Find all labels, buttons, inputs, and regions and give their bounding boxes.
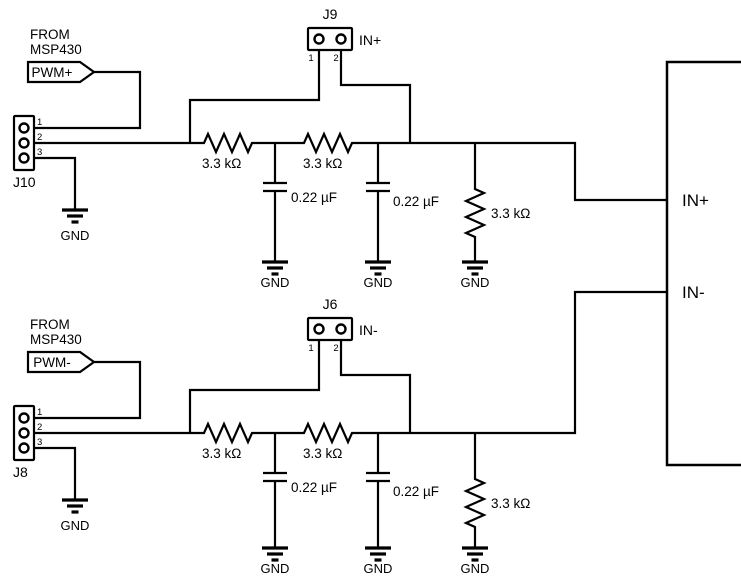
capacitor-c2-value: 0.22 µF (393, 194, 439, 209)
source-label-line1: FROM (30, 317, 70, 332)
ground-symbol-cap2 (363, 546, 393, 562)
jumper-pin2-number: 2 (333, 53, 338, 64)
jumper-pin2-number: 2 (333, 343, 338, 354)
ground-symbol-cap1 (260, 546, 290, 562)
header-pin1-number: 1 (37, 117, 42, 128)
wire-jumper-j6-pin2 (339, 340, 412, 433)
flag-label-pwm-plus: PWM+ (32, 65, 73, 80)
gnd-label-connector: GND (61, 228, 90, 243)
header-pin2-number: 2 (37, 422, 42, 433)
resistor-r2 (298, 422, 358, 444)
wire-jumper-j9-pin1 (188, 50, 321, 143)
resistor-r3-value: 3.3 kΩ (491, 206, 530, 221)
jumper-pin1-number: 1 (308, 53, 313, 64)
capacitor-c1 (261, 471, 289, 483)
wire-pin3-to-gnd (34, 156, 77, 210)
resistor-r3 (464, 473, 486, 533)
amplifier-input-block: IN+ IN- (665, 60, 741, 467)
header-j8 (12, 404, 36, 462)
wire-jumper-j6-pin1 (188, 340, 321, 433)
jumper-j9 (306, 26, 354, 52)
pwm-plus-filter-circuit: FROM MSP430 PWM+ J9 IN+ 1 2 1 2 3 J10 3.… (12, 6, 667, 290)
ground-symbol-res3 (460, 260, 490, 276)
resistor-r1-value: 3.3 kΩ (202, 446, 241, 461)
gnd-label-connector: GND (61, 518, 90, 533)
source-label-line1: FROM (30, 27, 70, 42)
jumper-refdes: J6 (323, 296, 338, 312)
amplifier-port-in-minus: IN- (682, 283, 705, 302)
ground-symbol-cap1 (260, 260, 290, 276)
ground-symbol-cap2 (363, 260, 393, 276)
gnd-label-res3: GND (461, 561, 490, 576)
capacitor-c1-value: 0.22 µF (291, 190, 337, 205)
header-refdes: J10 (13, 174, 36, 190)
ground-symbol-connector (60, 208, 90, 224)
capacitor-c1 (261, 181, 289, 193)
jumper-pin1-number: 1 (308, 343, 313, 354)
jumper-net-label: IN+ (359, 32, 381, 48)
wire-jumper-j9-pin2 (339, 50, 412, 143)
capacitor-c2-value: 0.22 µF (393, 484, 439, 499)
resistor-r2-value: 3.3 kΩ (303, 156, 342, 171)
ground-symbol-res3 (460, 546, 490, 562)
header-refdes: J8 (13, 464, 28, 480)
header-pin3-number: 3 (37, 437, 42, 448)
amplifier-box-outline (665, 60, 741, 467)
resistor-r1 (198, 422, 258, 444)
jumper-j6 (306, 316, 354, 342)
source-label-line2: MSP430 (30, 42, 82, 57)
resistor-r2 (298, 132, 358, 154)
header-pin2-number: 2 (37, 132, 42, 143)
header-pin3-number: 3 (37, 147, 42, 158)
amplifier-port-in-plus: IN+ (682, 191, 709, 210)
capacitor-c2 (364, 471, 392, 483)
wire-pwm-minus-to-pin1 (34, 360, 142, 420)
resistor-r1 (198, 132, 258, 154)
resistor-r3-value: 3.3 kΩ (491, 496, 530, 511)
pwm-minus-filter-circuit: FROM MSP430 PWM- J6 IN- 1 2 1 2 3 J8 3.3… (12, 290, 667, 576)
gnd-label-cap2: GND (364, 561, 393, 576)
flag-label-pwm-minus: PWM- (33, 355, 71, 370)
resistor-r1-value: 3.3 kΩ (202, 156, 241, 171)
capacitor-c1-value: 0.22 µF (291, 480, 337, 495)
wire-main-in-plus (34, 141, 667, 202)
jumper-refdes: J9 (323, 6, 338, 22)
gnd-label-cap1: GND (261, 275, 290, 290)
source-label-line2: MSP430 (30, 332, 82, 347)
wire-main-in-minus (34, 290, 667, 435)
gnd-label-cap1: GND (261, 561, 290, 576)
header-j10 (12, 114, 36, 172)
gnd-label-cap2: GND (364, 275, 393, 290)
capacitor-c2 (364, 181, 392, 193)
gnd-label-res3: GND (461, 275, 490, 290)
jumper-net-label: IN- (359, 322, 378, 338)
resistor-r3 (464, 183, 486, 243)
wire-pwm-plus-to-pin1 (34, 70, 142, 130)
header-pin1-number: 1 (37, 407, 42, 418)
resistor-r2-value: 3.3 kΩ (303, 446, 342, 461)
ground-symbol-connector (60, 498, 90, 514)
wire-pin3-to-gnd (34, 446, 77, 500)
